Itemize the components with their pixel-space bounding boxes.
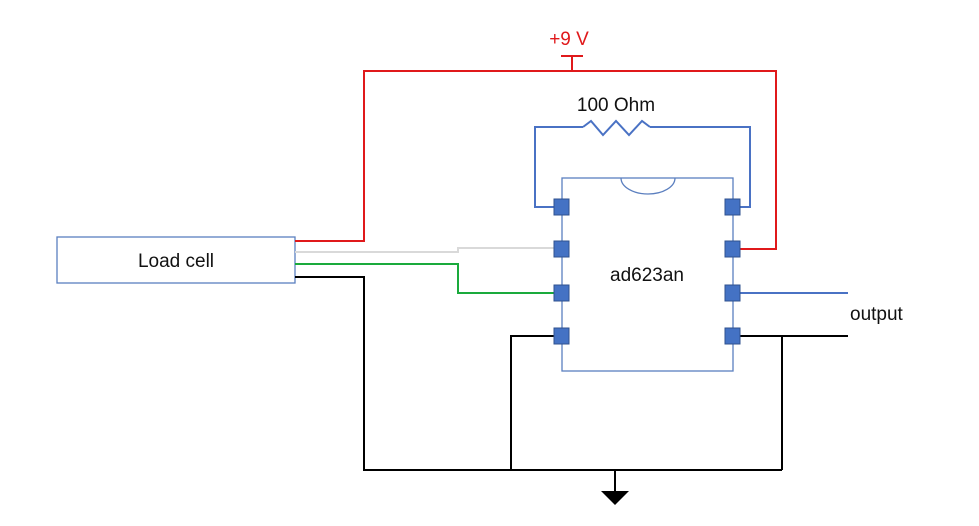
pin-6 <box>724 284 741 302</box>
supply-wire <box>295 56 777 250</box>
load-cell-box <box>56 236 296 284</box>
chip-label: ad623an <box>610 265 684 286</box>
positive-signal-wire <box>295 263 556 294</box>
pin-8 <box>724 198 741 216</box>
pin-1 <box>553 198 570 216</box>
pin-4 <box>553 327 570 345</box>
resistor-label: 100 Ohm <box>577 95 655 116</box>
resistor-zigzag-icon <box>582 119 651 137</box>
negative-signal-wire <box>295 247 556 253</box>
chip-pins <box>553 198 741 345</box>
ad623an-chip <box>561 177 734 372</box>
pin-5 <box>724 327 741 345</box>
ground-wire <box>295 276 848 491</box>
ic-notch-icon <box>620 177 676 195</box>
pin-2 <box>553 240 570 258</box>
output-label: output <box>850 304 904 325</box>
pin-3 <box>553 284 570 302</box>
ground-symbol-icon <box>601 491 629 505</box>
load-cell-label: Load cell <box>138 251 214 272</box>
resistor-wire <box>534 126 751 208</box>
pin-7 <box>724 240 741 258</box>
supply-label: +9 V <box>549 29 589 50</box>
